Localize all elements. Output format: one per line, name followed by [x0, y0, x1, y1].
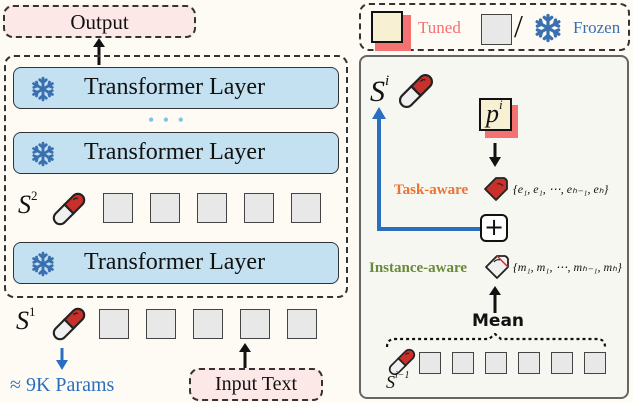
task-aware-label: Task-aware [394, 182, 469, 198]
pill-icon [48, 188, 90, 230]
si-label: Si [370, 73, 390, 109]
token-box [197, 193, 227, 223]
plus-symbol: + [483, 213, 505, 241]
transformer-layer-label: Transformer Layer [84, 139, 266, 165]
snowflake-icon [30, 251, 56, 277]
s1-base: S [16, 306, 29, 335]
params-label: ≈ 9K Params [10, 374, 115, 396]
token-box [146, 309, 176, 339]
mean-brace [385, 333, 607, 348]
arrow-down-from-prompt [489, 143, 501, 167]
token-box [584, 352, 606, 374]
si-minus-base: S [386, 372, 395, 392]
token-box [452, 352, 474, 374]
pi-sup: i [499, 97, 503, 112]
legend-separator: / [514, 8, 523, 44]
frozen-swatch [481, 14, 512, 45]
arrow-down-to-params [56, 348, 68, 370]
token-box [419, 352, 441, 374]
output-box: Output [3, 5, 196, 38]
si-minus-sup: i−1 [395, 370, 410, 381]
s2-sup: 2 [31, 188, 38, 203]
adapter-detail-panel: Si pi Task-aware {e₁, e₁, ⋯, eₕ₋₁, eₕ} +… [359, 55, 629, 399]
mean-label: Mean [472, 311, 525, 331]
token-box [193, 309, 223, 339]
pill-icon [48, 303, 90, 345]
transformer-layer-middle: Transformer Layer [13, 132, 339, 174]
output-label: Output [70, 10, 129, 34]
s2-base: S [18, 190, 31, 219]
token-box [551, 352, 573, 374]
tuned-swatch [371, 11, 403, 43]
si-base: S [370, 75, 385, 108]
s1-sup: 1 [29, 304, 36, 319]
token-box [244, 193, 274, 223]
token-box [291, 193, 321, 223]
pi-label: pi [486, 97, 503, 129]
s1-label: S1 [16, 304, 36, 336]
task-aware-set: {e₁, e₁, ⋯, eₕ₋₁, eₕ} [513, 182, 609, 196]
snowflake-icon [533, 13, 563, 43]
token-box [518, 352, 540, 374]
residual-arrow [372, 107, 486, 231]
input-text-label: Input Text [214, 373, 298, 395]
token-box [103, 193, 133, 223]
pi-base: p [486, 99, 499, 128]
transformer-layer-bottom: Transformer Layer [13, 242, 339, 284]
si-minus-1-label: Si−1 [386, 370, 410, 393]
transformer-layer-label: Transformer Layer [84, 249, 266, 275]
token-box [99, 309, 129, 339]
arrow-up-from-mean [489, 286, 501, 313]
half-pill-white-icon [485, 255, 509, 279]
instance-aware-label: Instance-aware [369, 260, 468, 276]
token-box [485, 352, 507, 374]
legend-box: Tuned / Frozen [359, 3, 630, 51]
transformer-layer-label: Transformer Layer [84, 74, 266, 100]
frozen-model-container [4, 55, 348, 298]
input-text-box: Input Text [189, 368, 323, 401]
token-box [240, 309, 270, 339]
half-pill-red-icon [484, 177, 508, 201]
frozen-label: Frozen [573, 18, 621, 37]
si-sup: i [385, 73, 390, 89]
prompt-box: pi [479, 97, 512, 131]
tuned-label: Tuned [418, 18, 461, 37]
add-operator: + [480, 214, 508, 242]
transformer-layer-top: Transformer Layer [13, 67, 339, 109]
token-box [287, 309, 317, 339]
instance-aware-set: {m₁, m₁, ⋯, mₕ₋₁, mₕ} [513, 260, 622, 274]
s2-label: S2 [18, 188, 38, 220]
snowflake-icon [30, 76, 56, 102]
ellipsis-dots: • • • [148, 110, 186, 130]
token-box [150, 193, 180, 223]
snowflake-icon [30, 141, 56, 167]
